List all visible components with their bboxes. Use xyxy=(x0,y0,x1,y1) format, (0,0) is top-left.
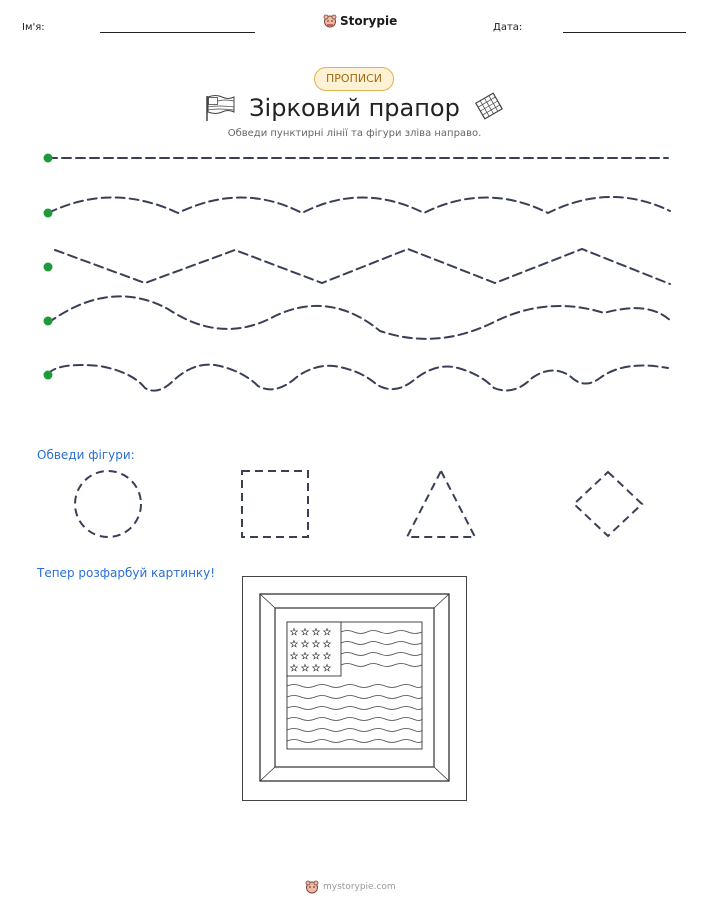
coloring-picture[interactable] xyxy=(242,576,467,801)
trace-triangle[interactable] xyxy=(405,468,477,538)
start-dot-1 xyxy=(43,153,53,163)
trace-square[interactable] xyxy=(241,470,309,538)
start-dot-3 xyxy=(43,262,53,272)
start-dot-4 xyxy=(43,316,53,326)
storypie-footer-icon xyxy=(305,880,319,894)
flag-drawing xyxy=(286,621,423,750)
flag-star-icon xyxy=(300,639,310,648)
trace-line-arches[interactable] xyxy=(47,196,671,215)
flag-icon xyxy=(206,95,235,121)
flag-star-icon xyxy=(289,639,299,648)
storypie-logo-icon xyxy=(323,14,337,28)
flag-star-icon xyxy=(322,651,332,660)
flag-star-icon xyxy=(289,663,299,672)
instructions: Обведи пунктирні лінії та фігури зліва н… xyxy=(227,128,482,139)
flag-star-icon xyxy=(289,651,299,660)
quilt-icon xyxy=(475,92,503,120)
coloring-heading: Тепер розфарбуй картинку! xyxy=(37,566,216,580)
flag-star-icon xyxy=(300,627,310,636)
flag-star-icon xyxy=(300,651,310,660)
worksheet-badge: ПРОПИСИ xyxy=(314,67,394,91)
flag-star-icon xyxy=(300,663,310,672)
flag-star-icon xyxy=(311,627,321,636)
brand-name: Storypie xyxy=(340,14,398,28)
flag-star-icon xyxy=(311,663,321,672)
start-dot-5 xyxy=(43,370,53,380)
name-label: Ім'я: xyxy=(22,22,45,33)
start-dot-2 xyxy=(43,208,53,218)
trace-circle[interactable] xyxy=(74,470,142,538)
trace-line-wave[interactable] xyxy=(47,295,673,340)
date-label: Дата: xyxy=(493,22,523,33)
flag-star-icon xyxy=(322,639,332,648)
flag-star-icon xyxy=(322,627,332,636)
page-title: Зірковий прапор xyxy=(249,94,460,122)
brand-logo: Storypie xyxy=(323,14,397,28)
name-line xyxy=(100,32,255,33)
trace-line-bumps[interactable] xyxy=(47,363,669,392)
trace-diamond[interactable] xyxy=(572,470,644,538)
flag-star-icon xyxy=(289,627,299,636)
footer-url: mystorypie.com xyxy=(323,882,396,892)
flag-star-icon xyxy=(311,651,321,660)
footer: mystorypie.com xyxy=(305,880,396,894)
shapes-heading: Обведи фігури: xyxy=(37,448,135,462)
flag-star-icon xyxy=(311,639,321,648)
date-line xyxy=(563,32,686,33)
trace-line-zigzag[interactable] xyxy=(54,247,671,285)
flag-star-icon xyxy=(322,663,332,672)
